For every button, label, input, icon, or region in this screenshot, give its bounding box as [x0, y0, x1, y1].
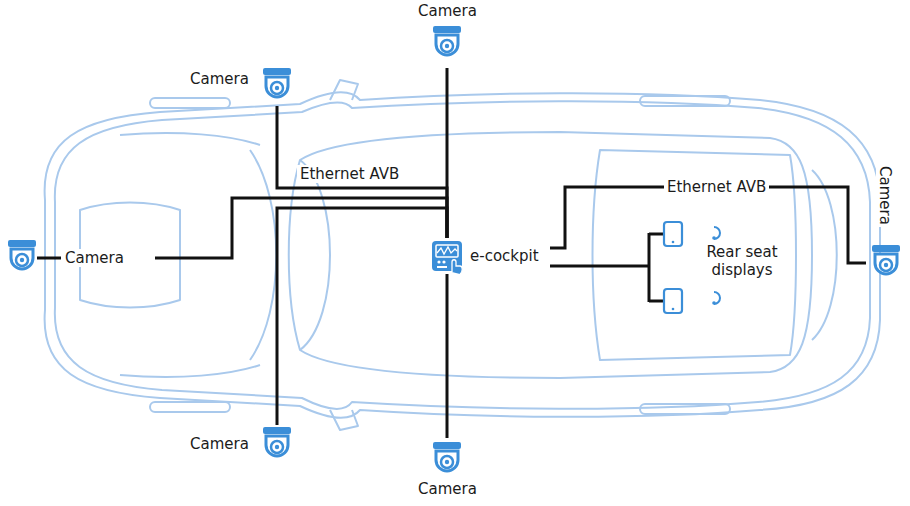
- node-label: Camera: [415, 2, 480, 20]
- camera-icon: [263, 427, 291, 456]
- wheel: [150, 402, 230, 412]
- edge-label: Ethernet AVB: [664, 178, 769, 196]
- touch-hand: [452, 260, 462, 274]
- camera-node: Camera: [415, 2, 484, 68]
- display-cable: [648, 233, 651, 302]
- glass-roof: [593, 150, 797, 360]
- camera-node: Camera: [415, 438, 484, 502]
- car-body: [45, 92, 880, 418]
- cable-stubs: [37, 233, 664, 302]
- ecockpit-icon: [432, 241, 462, 274]
- wheel: [150, 98, 230, 108]
- tablet-button: [672, 241, 675, 244]
- camera-icon: [433, 442, 461, 471]
- mirror: [330, 80, 358, 100]
- node-label: e-cockpit: [468, 247, 541, 265]
- camera-cable: [37, 257, 61, 260]
- ecockpit-knob: [442, 260, 445, 263]
- camera-icon: [433, 26, 461, 55]
- node-label: Camera: [63, 249, 126, 267]
- car-outline: [45, 80, 880, 430]
- display-cable: [649, 300, 664, 303]
- ethernet-cable: [277, 208, 447, 425]
- camera-icon: [8, 240, 36, 269]
- headphone-icon: [712, 301, 716, 305]
- node-label: Camera: [876, 164, 894, 227]
- node-label: Rear seat displays: [698, 243, 786, 279]
- hood-crease: [120, 365, 260, 377]
- node-label: Camera: [188, 435, 251, 453]
- display-node: Rear seat displays: [640, 215, 790, 320]
- edge-label: Ethernet AVB: [297, 165, 402, 183]
- camera-node: Camera: [866, 160, 906, 285]
- rear-window: [812, 170, 837, 340]
- wheel: [640, 96, 730, 106]
- hood-crease: [120, 133, 260, 145]
- ecu-node: e-cockpit: [430, 238, 550, 274]
- node-label: Camera: [415, 480, 480, 498]
- mirror: [330, 410, 358, 430]
- camera-node: Camera: [5, 240, 155, 276]
- camera-node: Camera: [188, 425, 294, 465]
- ecockpit-screen: [436, 245, 458, 257]
- ecockpit-knob: [437, 260, 440, 263]
- camera-node: Camera: [188, 66, 294, 106]
- display-cable: [649, 233, 664, 236]
- tablet-icon: [664, 222, 682, 246]
- ethernet-cable: [446, 274, 449, 438]
- ecockpit-wave: [437, 247, 457, 254]
- hood-line: [250, 150, 276, 360]
- camera-icon: [263, 68, 291, 97]
- ethernet-cable: [550, 265, 640, 268]
- headphone-icon: [712, 236, 716, 240]
- wheel: [640, 404, 730, 414]
- ecockpit-slider: [437, 266, 447, 268]
- car-body-inner: [55, 101, 870, 409]
- tablet-icon: [664, 289, 682, 313]
- car-cabin: [289, 132, 812, 378]
- ethernet-cable: [277, 106, 447, 238]
- camera-icon: [872, 245, 900, 274]
- tablet-button: [672, 308, 675, 311]
- node-label: Camera: [188, 70, 251, 88]
